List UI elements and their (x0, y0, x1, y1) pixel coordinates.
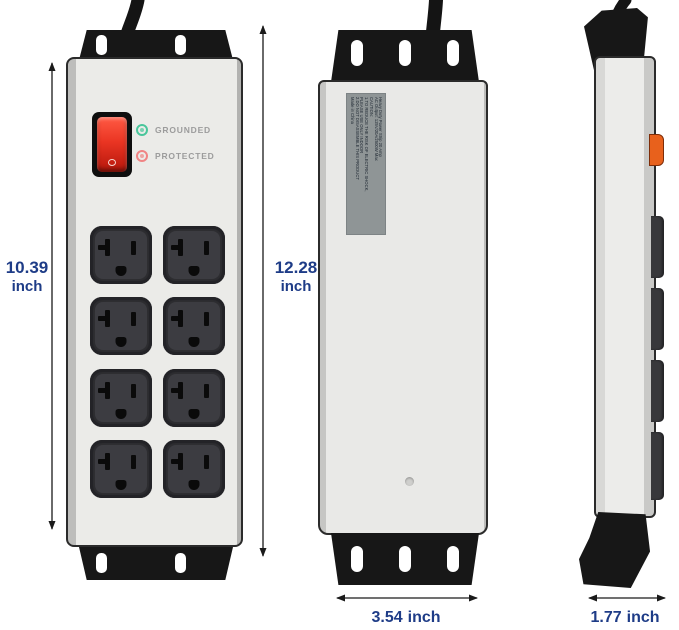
outlet-hot-slot (131, 455, 136, 469)
side-power-switch (649, 134, 664, 166)
outlet (163, 369, 225, 427)
dimension-unit: inch (11, 278, 43, 295)
mounting-slot (175, 553, 186, 573)
dimension-value: 1.77 (590, 609, 622, 626)
outlet (90, 440, 152, 498)
front-top-mounting-bracket (79, 30, 233, 60)
side-view-body (594, 56, 656, 518)
side-outlet-bump (651, 216, 664, 278)
dimension-unit: inch (407, 609, 441, 626)
protected-indicator-light (136, 150, 148, 162)
mounting-slot (96, 553, 107, 573)
outlet-hot-slot (131, 241, 136, 255)
mounting-slot (447, 546, 459, 572)
outlet-neutral-slot (98, 239, 110, 256)
mounting-slot (96, 35, 107, 55)
outlet-hot-slot (204, 384, 209, 398)
protected-indicator: PROTECTED (136, 149, 215, 163)
dimension-value: 3.54 (371, 609, 403, 626)
outlet-ground-slot (188, 480, 200, 490)
grounded-indicator-light (136, 124, 148, 136)
mounting-slot (351, 40, 363, 66)
outlet-ground-slot (115, 266, 127, 276)
dimension-unit: inch (280, 278, 312, 295)
mounting-slot (175, 35, 186, 55)
outlet-neutral-slot (171, 453, 183, 470)
outlet (163, 297, 225, 355)
outlet-hot-slot (204, 312, 209, 326)
side-outlet-bump (651, 288, 664, 350)
dimension-label-overall-height: 12.28 inch (267, 257, 325, 296)
back-bottom-mounting-bracket (331, 533, 479, 585)
outlet-ground-slot (188, 266, 200, 276)
grounded-indicator: GROUNDED (136, 123, 211, 137)
mounting-slot (447, 40, 459, 66)
dimension-value: 10.39 (5, 258, 49, 277)
screw-hole (405, 477, 414, 486)
outlet-neutral-slot (171, 239, 183, 256)
outlet-ground-slot (188, 409, 200, 419)
outlet (163, 440, 225, 498)
outlet-ground-slot (188, 337, 200, 347)
outlet (90, 297, 152, 355)
spec-label: Heavy Duty Power Strip 20 Amp AC Output:… (347, 94, 385, 234)
outlet-neutral-slot (98, 453, 110, 470)
side-outlet-bump (651, 360, 664, 422)
outlet (163, 226, 225, 284)
dimension-value: 12.28 (274, 258, 318, 277)
front-bottom-mounting-bracket (79, 547, 233, 580)
outlet-neutral-slot (98, 310, 110, 327)
mounting-slot (351, 546, 363, 572)
dimension-unit: inch (626, 609, 660, 626)
outlet-ground-slot (115, 480, 127, 490)
dimension-label-front-height: 10.39 inch (1, 257, 53, 296)
side-outlet-bump (651, 432, 664, 500)
outlet (90, 369, 152, 427)
mounting-slot (399, 40, 411, 66)
outlet-neutral-slot (171, 382, 183, 399)
back-view-body (318, 80, 488, 535)
power-switch-marking (108, 159, 116, 166)
outlet-hot-slot (204, 455, 209, 469)
outlet-hot-slot (131, 384, 136, 398)
outlet-hot-slot (204, 241, 209, 255)
outlet-neutral-slot (98, 382, 110, 399)
outlet-ground-slot (115, 409, 127, 419)
outlet-ground-slot (115, 337, 127, 347)
back-top-mounting-bracket (331, 30, 479, 82)
protected-indicator-label: PROTECTED (155, 151, 215, 161)
mounting-slot (399, 546, 411, 572)
outlet-hot-slot (131, 312, 136, 326)
grounded-indicator-label: GROUNDED (155, 125, 211, 135)
outlet (90, 226, 152, 284)
outlet-neutral-slot (171, 310, 183, 327)
